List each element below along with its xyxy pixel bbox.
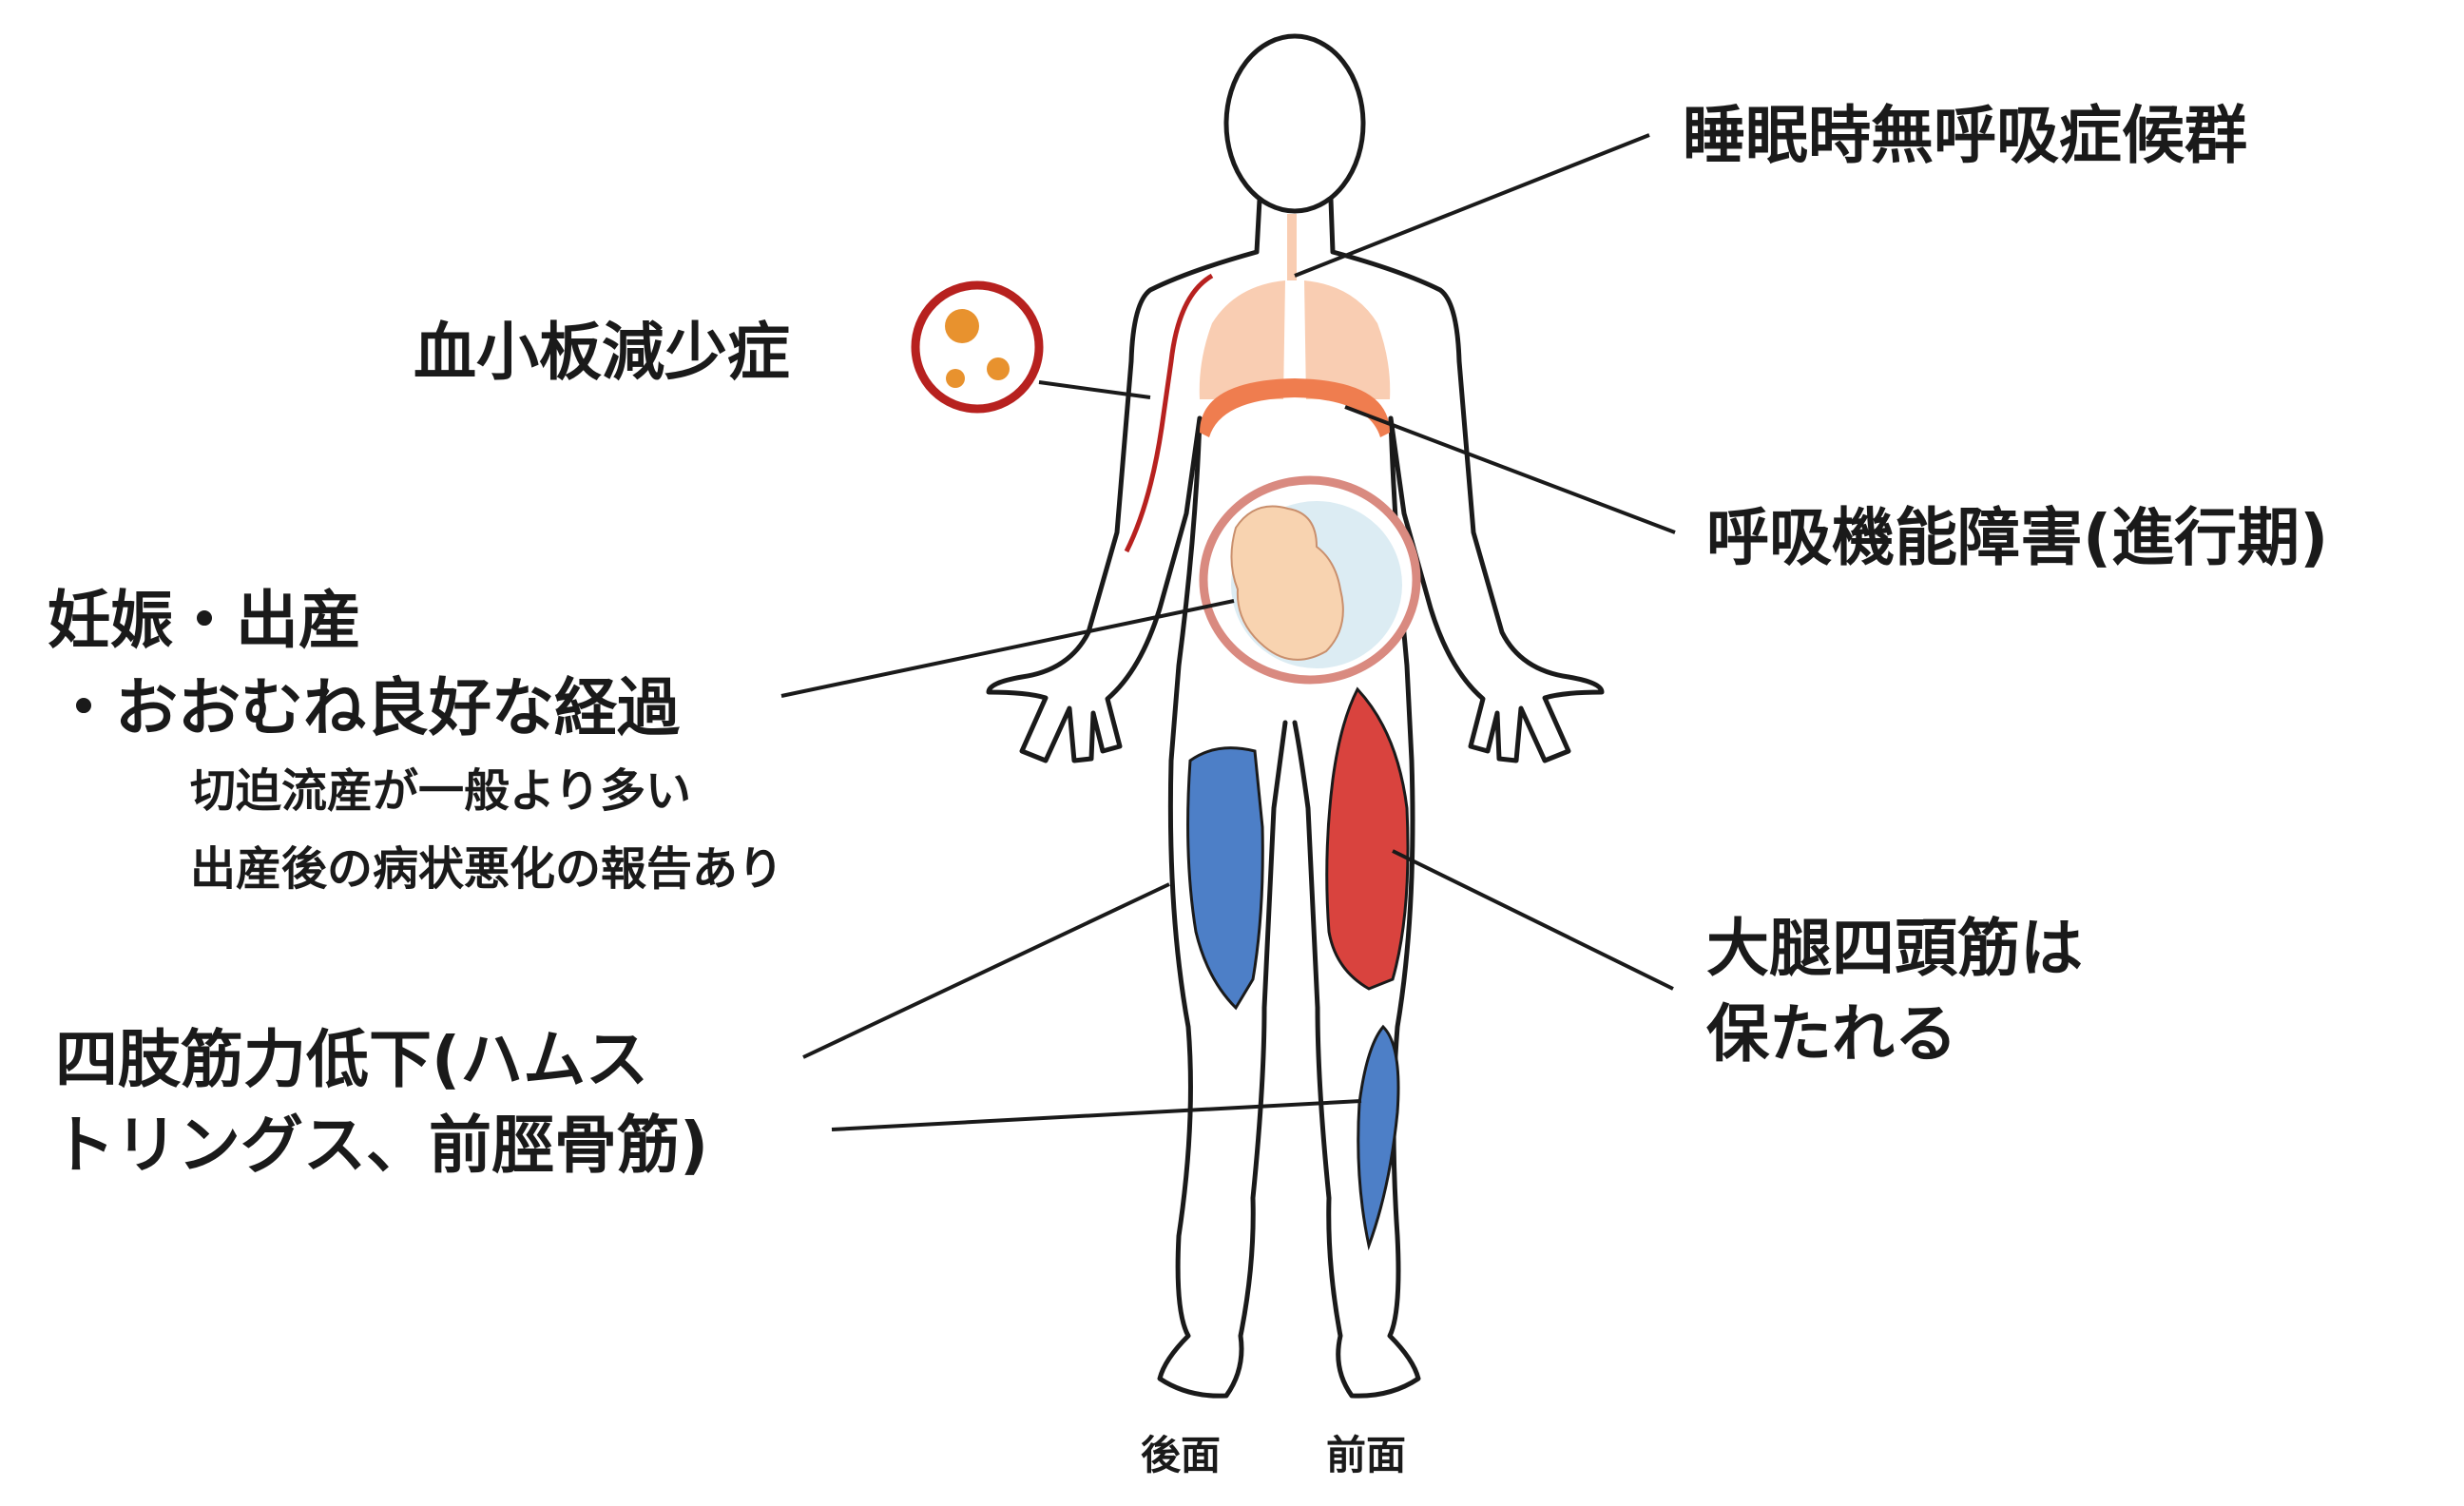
label-pregnancy-line2: ・おおむね良好な経過	[52, 671, 680, 744]
label-pregnancy-note1: 切迫流産が一般より多い	[190, 764, 692, 818]
label-thrombocytopenia: 血小板減少症	[414, 316, 790, 389]
fetus	[1230, 505, 1344, 661]
body-outline	[986, 33, 1605, 1399]
label-sleep-apnea: 睡眠時無呼吸症候群	[1683, 99, 2247, 172]
tibialis-muscle	[1357, 1024, 1400, 1251]
quadriceps-muscle	[1325, 686, 1410, 991]
label-respiratory: 呼吸機能障害(進行期)	[1706, 501, 2329, 574]
diaphragm	[1200, 378, 1390, 437]
label-quadriceps-line2: 保たれる	[1706, 997, 1957, 1071]
label-front-view: 前面	[1326, 1432, 1407, 1478]
lungs	[1199, 280, 1391, 399]
label-quadriceps-line1: 大腿四頭筋は	[1706, 912, 2083, 985]
leader-lines	[780, 133, 1676, 1131]
label-limb-weakness-line2: トリングス、前脛骨筋)	[52, 1109, 709, 1182]
hamstring-muscle	[1186, 746, 1264, 1011]
uterus	[1199, 475, 1421, 685]
label-pregnancy-note2: 出産後の病状悪化の報告あり	[190, 842, 784, 896]
label-limb-weakness-line1: 四肢筋力低下(ハムス	[55, 1023, 649, 1096]
trachea	[1287, 214, 1297, 280]
arm-vessel	[1124, 273, 1214, 553]
label-back-view: 後面	[1141, 1432, 1222, 1478]
platelet-circle	[911, 280, 1044, 414]
label-pregnancy-line1: 妊娠・出産	[48, 584, 361, 657]
